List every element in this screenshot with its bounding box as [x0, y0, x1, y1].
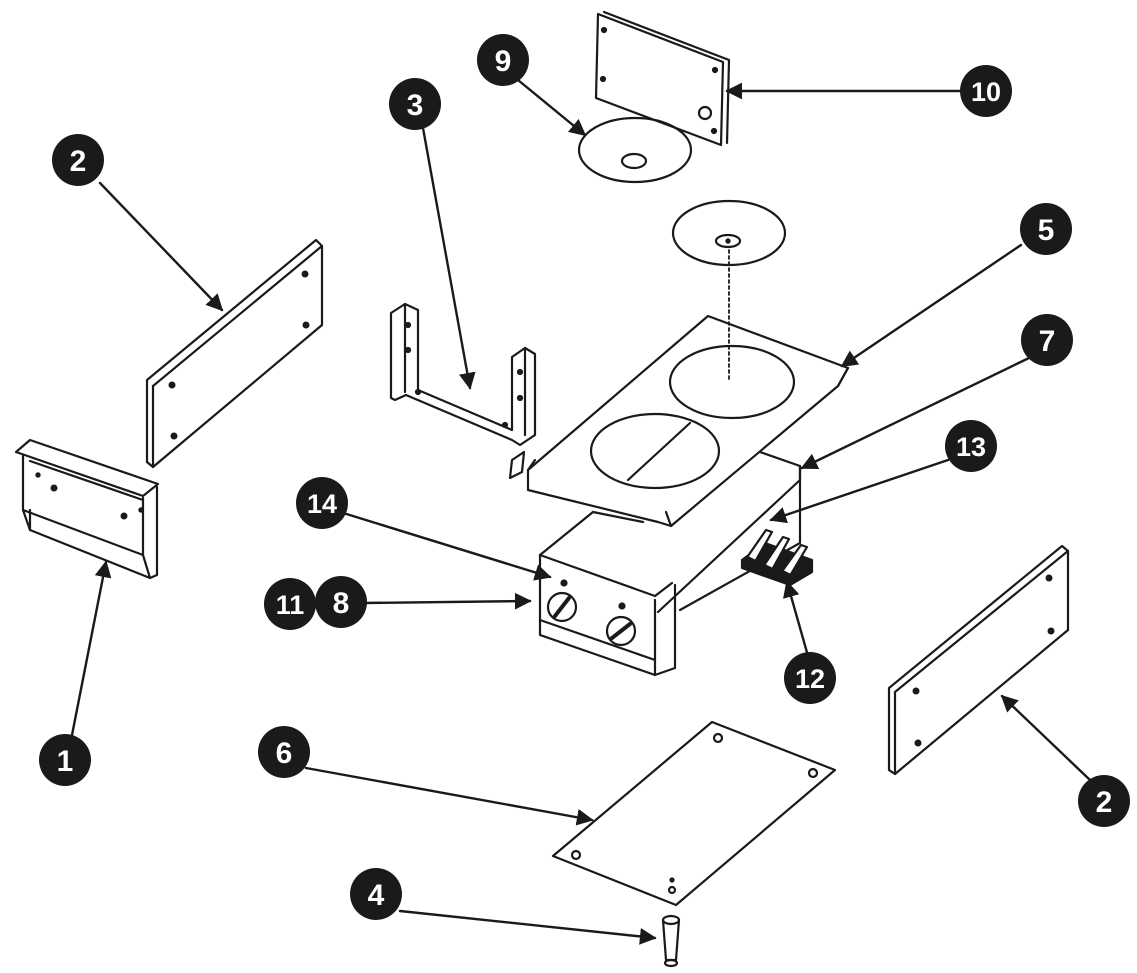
svg-text:3: 3 [407, 89, 424, 122]
callout-4: 4 [350, 868, 402, 920]
callout-6: 6 [258, 726, 310, 778]
svg-text:8: 8 [333, 587, 350, 620]
part-burner-disc-upper [577, 116, 693, 184]
part-terminal-block [740, 528, 814, 587]
callout-2-right: 2 [1078, 775, 1130, 827]
svg-text:5: 5 [1038, 214, 1055, 247]
callout-13: 13 [945, 420, 997, 472]
svg-text:10: 10 [971, 77, 1001, 107]
part-bottom-plate [551, 720, 837, 907]
callout-3: 3 [389, 78, 441, 130]
svg-text:2: 2 [70, 145, 87, 178]
part-leg [661, 914, 681, 968]
part-top-plate [526, 314, 850, 528]
svg-text:13: 13 [956, 432, 986, 462]
part-u-bracket [389, 302, 537, 480]
callout-12: 12 [784, 652, 836, 704]
svg-text:7: 7 [1039, 325, 1056, 358]
part-side-panel-left [145, 238, 324, 469]
svg-text:11: 11 [276, 590, 305, 620]
callout-7: 7 [1021, 314, 1073, 366]
callout-11: 11 [264, 578, 316, 630]
part-back-panel [594, 10, 731, 147]
callout-2-left: 2 [52, 134, 104, 186]
svg-text:4: 4 [368, 879, 385, 912]
part-side-panel-right [887, 544, 1070, 776]
svg-text:6: 6 [276, 737, 293, 770]
part-rail [14, 438, 160, 580]
part-burner-disc-lower [671, 199, 787, 383]
svg-text:12: 12 [795, 664, 825, 694]
callout-8: 8 [315, 576, 367, 628]
callout-1: 1 [39, 734, 91, 786]
leader-arrows [70, 78, 1092, 945]
svg-text:9: 9 [495, 45, 512, 78]
part-housing [538, 450, 802, 677]
svg-text:1: 1 [57, 745, 74, 778]
callout-5: 5 [1020, 203, 1072, 255]
callouts: 1 2 2 3 4 5 6 7 [39, 34, 1130, 920]
svg-text:14: 14 [307, 489, 337, 519]
callout-10: 10 [960, 65, 1012, 117]
callout-9: 9 [477, 34, 529, 86]
callout-14: 14 [296, 477, 348, 529]
svg-text:2: 2 [1096, 786, 1113, 819]
